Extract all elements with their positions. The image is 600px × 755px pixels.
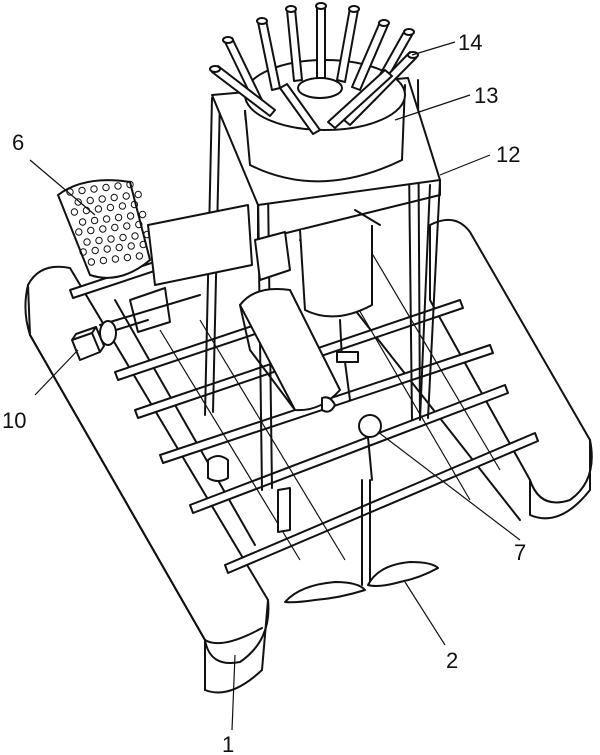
mesh-hole bbox=[102, 183, 110, 192]
mesh-hole bbox=[134, 190, 142, 199]
mesh-hole bbox=[95, 236, 103, 245]
float-ball bbox=[358, 414, 382, 481]
feed-cylinder bbox=[299, 209, 381, 401]
mesh-hole bbox=[103, 245, 111, 253]
mesh-hole bbox=[99, 225, 107, 233]
mesh-hole bbox=[87, 226, 95, 235]
mesh-hole bbox=[139, 240, 147, 249]
float-pontoon bbox=[24, 218, 593, 694]
mesh-hole bbox=[66, 188, 74, 196]
mesh-hole bbox=[107, 235, 115, 243]
drive-housing bbox=[99, 204, 291, 333]
mesh-hole bbox=[75, 228, 83, 236]
mesh-hole bbox=[126, 212, 135, 220]
mesh-hole bbox=[111, 223, 119, 232]
label-12: 12 bbox=[496, 142, 520, 167]
impeller bbox=[284, 479, 439, 604]
mesh-hole bbox=[118, 202, 127, 210]
leader-lines bbox=[29, 41, 521, 731]
mesh-hole bbox=[79, 248, 87, 256]
mesh-hole bbox=[135, 252, 144, 260]
mesh-hole bbox=[86, 196, 94, 205]
mesh-hole bbox=[111, 255, 120, 263]
mesh-hole bbox=[90, 185, 98, 193]
mesh-hole bbox=[122, 192, 130, 200]
label-10: 10 bbox=[2, 408, 26, 433]
mesh-hole bbox=[98, 195, 106, 203]
label-6: 6 bbox=[12, 130, 24, 155]
mesh-hole bbox=[138, 210, 147, 219]
weight-block bbox=[207, 455, 291, 533]
mesh-hole bbox=[110, 193, 118, 202]
mesh-hole bbox=[106, 203, 115, 212]
mesh-hole bbox=[78, 186, 86, 195]
mesh-hole bbox=[135, 220, 143, 229]
label-14: 14 bbox=[458, 30, 482, 55]
label-2: 2 bbox=[446, 648, 458, 673]
mesh-hole bbox=[114, 182, 122, 190]
label-1: 1 bbox=[222, 732, 234, 755]
spreader-chute bbox=[239, 288, 341, 413]
mesh-hole bbox=[70, 208, 79, 216]
label-7: 7 bbox=[514, 540, 526, 565]
mesh-hole bbox=[99, 256, 108, 265]
mesh-hole bbox=[87, 258, 96, 266]
mesh-hole bbox=[114, 213, 123, 222]
mesh-hole bbox=[115, 243, 123, 252]
label-13: 13 bbox=[474, 83, 498, 108]
mesh-hole bbox=[83, 238, 91, 246]
mesh-hole bbox=[78, 218, 87, 226]
mesh-hole bbox=[123, 253, 132, 262]
feed-pipes bbox=[209, 2, 419, 135]
mesh-hole bbox=[102, 215, 111, 223]
mesh-hole bbox=[131, 232, 139, 240]
mesh-hole bbox=[127, 242, 135, 250]
mesh-hole bbox=[91, 246, 99, 255]
mesh-hole bbox=[123, 222, 131, 230]
mesh-hole bbox=[126, 180, 134, 189]
mesh-hole bbox=[74, 198, 82, 206]
mesh-basket bbox=[57, 179, 151, 279]
mesh-hole bbox=[90, 216, 99, 225]
mesh-hole bbox=[130, 200, 139, 209]
motor-unit bbox=[71, 319, 149, 361]
mesh-hole bbox=[94, 205, 103, 213]
mesh-hole bbox=[119, 233, 127, 242]
